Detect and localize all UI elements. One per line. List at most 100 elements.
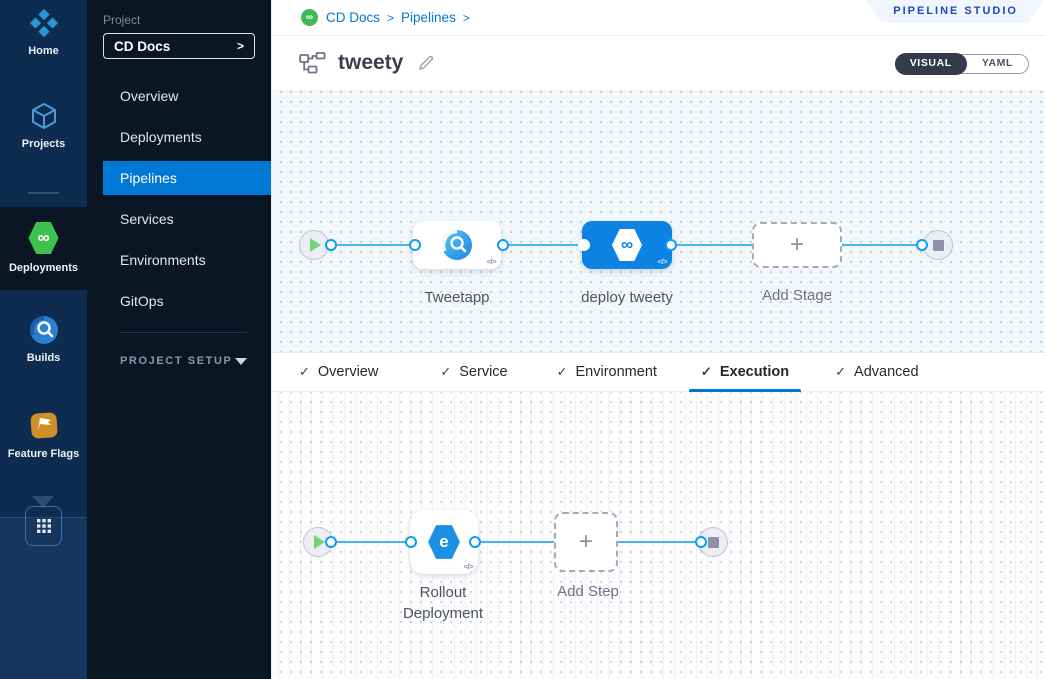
connector-port[interactable] (916, 239, 928, 251)
connector-port[interactable] (665, 239, 677, 251)
module-builds[interactable]: Builds (0, 315, 87, 364)
main-content: ∞ CD Docs > Pipelines > PIPELINE STUDIO … (271, 0, 1045, 679)
module-bar-footer (0, 506, 87, 679)
home-icon (29, 8, 58, 38)
chevron-down-icon (235, 357, 247, 365)
pipeline-title-row: tweety VISUAL YAML (272, 36, 1045, 91)
pipeline-title: tweety (338, 51, 404, 74)
project-selector[interactable]: CD Docs > (103, 33, 255, 59)
check-icon: ✓ (556, 364, 568, 379)
chevron-right-icon: > (236, 39, 244, 53)
tab-service[interactable]: ✓ Service (440, 352, 507, 392)
pipeline-icon (299, 52, 326, 74)
breadcrumb-separator: > (462, 10, 470, 25)
connector-port[interactable] (469, 536, 481, 548)
stage-node-tweetapp[interactable]: </> (413, 221, 501, 269)
app-grid-button[interactable] (25, 506, 62, 546)
sidebar-item-gitops[interactable]: GitOps (120, 293, 164, 309)
check-icon: ✓ (700, 364, 712, 379)
deploy-stage-icon: ∞ (611, 229, 643, 261)
add-step-button[interactable]: + (554, 512, 618, 572)
add-stage-label[interactable]: Add Stage (761, 287, 833, 304)
sidebar-item-services[interactable]: Services (120, 211, 174, 227)
tab-execution[interactable]: ✓ Execution (688, 352, 802, 392)
stage-canvas[interactable]: </> ∞ </> + Tweetapp deploy tweety (272, 91, 1045, 352)
stage-config-tabs: ✓ Overview ✓ Service ✓ Environment ✓ Exe… (272, 352, 1045, 392)
grid-icon (36, 519, 51, 533)
module-divider (28, 192, 59, 194)
module-feature-flags[interactable]: Feature Flags (0, 409, 87, 460)
project-sidebar: Project CD Docs > Overview Deployments P… (87, 0, 271, 679)
sidebar-divider (120, 332, 247, 333)
play-icon (314, 535, 325, 549)
connector-port[interactable] (409, 239, 421, 251)
project-setup-label: PROJECT SETUP (120, 355, 233, 367)
pipeline-start-node[interactable] (299, 230, 329, 260)
add-step-label[interactable]: Add Step (557, 583, 619, 600)
edit-pencil-icon[interactable] (417, 54, 435, 72)
module-more-chevron-icon[interactable] (32, 496, 54, 508)
sidebar-item-pipelines[interactable]: Pipelines (103, 161, 271, 195)
stage-node-deploy-tweety[interactable]: ∞ </> (582, 221, 672, 269)
breadcrumb: ∞ CD Docs > Pipelines > PIPELINE STUDIO (272, 0, 1045, 36)
execution-canvas[interactable]: e </> + Rollout Deployment Add Step (272, 392, 1045, 679)
cd-module-icon: ∞ (301, 9, 318, 26)
build-stage-icon (441, 229, 472, 260)
feature-flags-icon (30, 412, 57, 439)
toggle-yaml-button[interactable]: YAML (981, 57, 1013, 69)
step-node-rollout[interactable]: e </> (410, 510, 478, 574)
module-feature-flags-label: Feature Flags (7, 448, 80, 460)
step-label-rollout-deployment[interactable]: Rollout Deployment (402, 584, 484, 622)
breadcrumb-project-link[interactable]: CD Docs (326, 10, 381, 25)
code-icon[interactable]: </> (463, 562, 474, 571)
module-builds-label: Builds (26, 352, 61, 364)
module-deployments-label: Deployments (8, 262, 79, 274)
connector-port[interactable] (695, 536, 707, 548)
module-home[interactable]: Home (0, 8, 87, 57)
module-projects-label: Projects (21, 138, 66, 150)
connector-port[interactable] (325, 536, 337, 548)
module-home-label: Home (28, 45, 59, 57)
pipeline-end-node[interactable] (923, 230, 953, 260)
module-projects[interactable]: Projects (0, 101, 87, 150)
connector-port[interactable] (325, 239, 337, 251)
plus-icon: + (789, 231, 804, 258)
sidebar-item-environments[interactable]: Environments (120, 252, 206, 268)
stop-icon (707, 536, 719, 548)
connector-port[interactable] (578, 239, 590, 251)
code-icon[interactable]: </> (657, 257, 668, 266)
plus-icon: + (578, 528, 593, 555)
toggle-visual-button[interactable]: VISUAL (894, 53, 967, 75)
project-label: Project (103, 13, 141, 27)
rollout-deployment-icon: e (428, 525, 460, 559)
builds-icon (29, 315, 58, 344)
tab-overview[interactable]: ✓ Overview (299, 352, 378, 392)
sidebar-item-deployments[interactable]: Deployments (120, 129, 202, 145)
check-icon: ✓ (835, 364, 847, 379)
stage-label-deploy-tweety[interactable]: deploy tweety (581, 289, 673, 306)
breadcrumb-pipelines-link[interactable]: Pipelines (401, 10, 456, 25)
step-connector-line (318, 541, 713, 543)
tab-environment[interactable]: ✓ Environment (557, 352, 657, 392)
tab-advanced[interactable]: ✓ Advanced (835, 352, 918, 392)
tab-service-label: Service (459, 364, 508, 380)
connector-port[interactable] (497, 239, 509, 251)
add-stage-button[interactable]: + (752, 222, 842, 268)
project-setup-toggle[interactable]: PROJECT SETUP (120, 355, 247, 367)
connector-port[interactable] (405, 536, 417, 548)
breadcrumb-separator: > (387, 10, 395, 25)
stage-label-tweetapp[interactable]: Tweetapp (424, 289, 490, 306)
module-deployments[interactable]: ∞ Deployments (0, 207, 87, 290)
tab-advanced-label: Advanced (854, 364, 919, 380)
play-icon (310, 238, 321, 252)
tab-overview-label: Overview (317, 364, 379, 380)
visual-yaml-toggle: VISUAL YAML (894, 53, 1029, 75)
stop-icon (932, 239, 944, 251)
code-icon[interactable]: </> (486, 257, 497, 266)
check-icon: ✓ (440, 364, 452, 379)
sidebar-item-overview[interactable]: Overview (120, 88, 179, 104)
module-bar: Home Projects ∞ Deployments (0, 0, 87, 679)
check-icon: ✓ (299, 364, 310, 379)
sidebar-nav: Overview Deployments Pipelines Services … (103, 79, 271, 318)
